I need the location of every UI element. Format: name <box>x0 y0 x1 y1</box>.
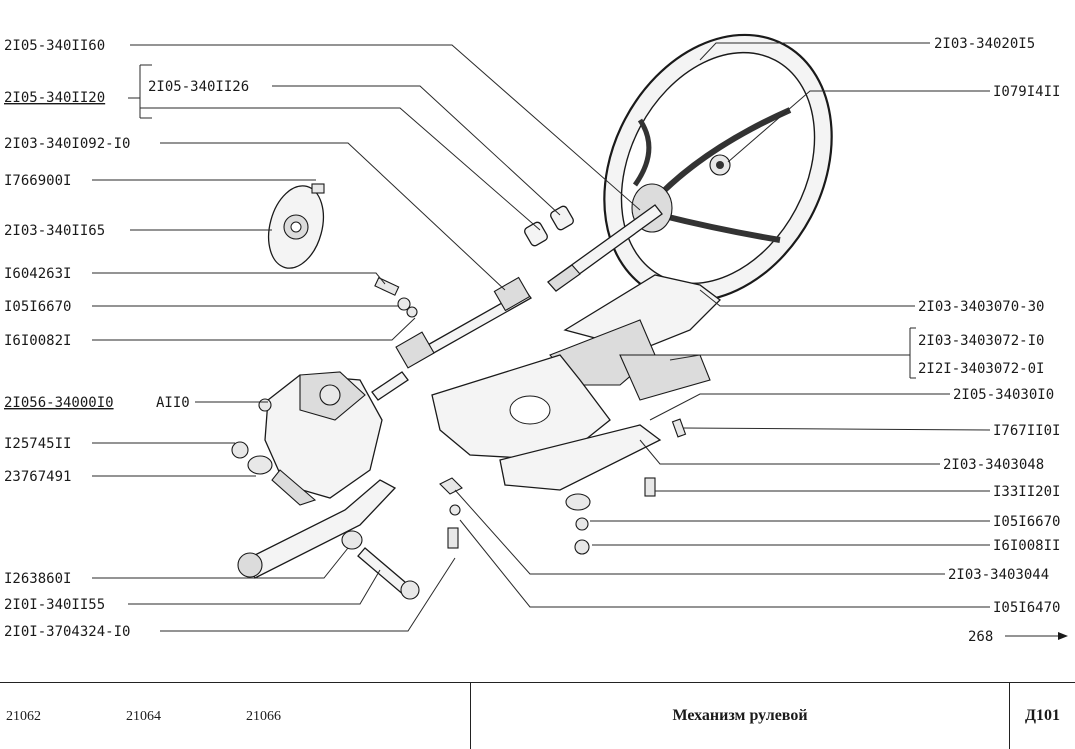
label-23767491: 23767491 <box>4 469 71 485</box>
label-2105-340ii26: 2I05-340II26 <box>148 79 249 95</box>
label-2105-340ii60: 2I05-340II60 <box>4 38 105 54</box>
label-i25745ii: I25745II <box>4 436 71 452</box>
label-i079i4ii: I079I4II <box>993 84 1060 100</box>
applicable-models: 21062 21064 21066 <box>0 683 471 749</box>
label-2i0i-3704324-i0: 2I0I-3704324-I0 <box>4 624 130 640</box>
steering-mechanism-diagram: 2I05-340II60 2I05-340II20 2I05-340II26 2… <box>4 33 1068 645</box>
title-cell: Механизм рулевой <box>471 683 1010 749</box>
small-fasteners-left <box>374 276 418 318</box>
diagram-title: Механизм рулевой <box>672 707 808 724</box>
label-aii0: AII0 <box>156 395 190 411</box>
model-21064: 21064 <box>126 709 161 724</box>
title-block: 21062 21064 21066 Механизм рулевой Д101 <box>0 682 1075 749</box>
label-i33ii20i: I33II20I <box>993 484 1060 500</box>
pitman-arm <box>237 479 397 579</box>
model-21062: 21062 <box>6 709 41 724</box>
leader-lines <box>92 42 1068 640</box>
label-2105-340ii20: 2I05-340II20 <box>4 90 105 106</box>
label-i6i008ii: I6I008II <box>993 538 1060 554</box>
label-2i2i-3403072-0i: 2I2I-3403072-0I <box>918 361 1044 377</box>
label-i604263i: I604263I <box>4 266 71 282</box>
fasteners-bottom-left <box>231 441 420 600</box>
label-2i0i-340ii55: 2I0I-340II55 <box>4 597 105 613</box>
right-labels: 2I03-34020I5 I079I4II 2I03-3403070-30 2I… <box>918 36 1060 645</box>
label-2i03-3403070-30: 2I03-3403070-30 <box>918 299 1044 315</box>
intermediate-shaft <box>371 276 532 401</box>
code-cell: Д101 <box>1010 683 1075 749</box>
label-2i03-3403048: 2I03-3403048 <box>943 457 1044 473</box>
label-2103-340i092-i0: 2I03-340I092-I0 <box>4 136 130 152</box>
label-2103-340ii65: 2I03-340II65 <box>4 223 105 239</box>
page-reference[interactable]: 268 <box>968 629 993 645</box>
label-i6i0082i: I6I0082I <box>4 333 71 349</box>
left-labels: 2I05-340II60 2I05-340II20 2I05-340II26 2… <box>4 38 249 640</box>
column-housing <box>431 274 721 491</box>
label-i767ii0i: I767II0I <box>993 423 1060 439</box>
small-fasteners-right <box>439 418 687 555</box>
label-i766900i: I766900I <box>4 173 71 189</box>
label-2i03-3403044: 2I03-3403044 <box>948 567 1049 583</box>
parts-illustration <box>231 33 833 600</box>
label-i05i6470: I05I6470 <box>993 600 1060 616</box>
cover-plate <box>267 183 325 269</box>
label-i05i6670-right: I05I6670 <box>993 514 1060 530</box>
diagram-code: Д101 <box>1024 707 1060 724</box>
label-i263860i: I263860I <box>4 571 71 587</box>
label-2i03-34020i5: 2I03-34020I5 <box>934 36 1035 52</box>
steering-wheel <box>603 33 833 303</box>
label-2i056-34000i0: 2I056-34000I0 <box>4 395 114 411</box>
label-i05i6670-left: I05I6670 <box>4 299 71 315</box>
model-21066: 21066 <box>246 709 281 724</box>
steering-gearbox <box>258 371 383 506</box>
label-2i03-3403072-i0: 2I03-3403072-I0 <box>918 333 1044 349</box>
upper-shaft <box>524 204 663 292</box>
label-2i05-34030i0: 2I05-34030I0 <box>953 387 1054 403</box>
